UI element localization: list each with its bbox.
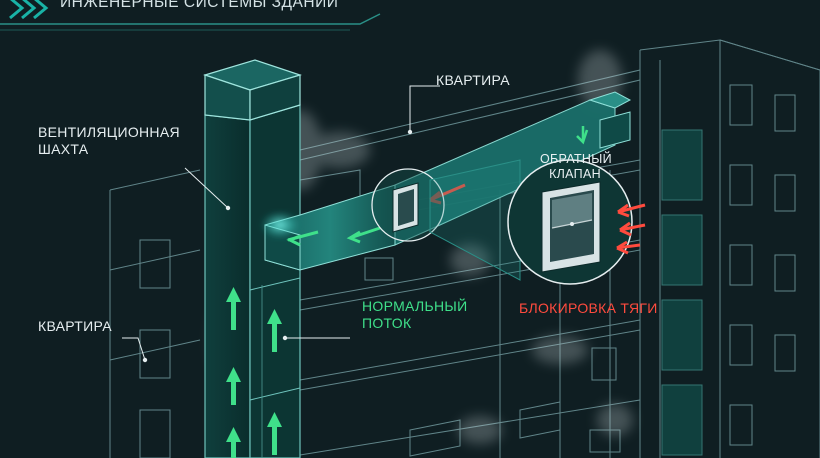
- label-normal-flow-line1: НОРМАЛЬНЫЙ: [362, 298, 468, 314]
- arrow-up-icon: [226, 427, 241, 458]
- ventilation-shaft: [203, 59, 302, 458]
- label-normal-flow-line2: ПОТОК: [362, 315, 412, 331]
- arrow-up-icon: [267, 309, 282, 352]
- label-draft-blocking: БЛОКИРОВКА ТЯГИ: [519, 300, 658, 316]
- label-normal-flow: НОРМАЛЬНЫЙ ПОТОК: [362, 298, 467, 332]
- arrow-left-icon: [616, 203, 646, 255]
- zoom-connector: [429, 159, 521, 281]
- ventilation-duct: [260, 91, 632, 271]
- upward-flow-arrows: [226, 287, 282, 458]
- label-check-valve-line2: КЛАПАН: [549, 167, 601, 181]
- label-ventilation-shaft: ВЕНТИЛЯЦИОННАЯ ШАХТА: [38, 124, 180, 158]
- header-underline: [0, 13, 381, 25]
- leader-lines: [122, 85, 440, 363]
- check-valve-small: [371, 168, 445, 242]
- header-chevrons-icon: [9, 0, 49, 20]
- check-valve-zoom: [507, 159, 646, 285]
- label-ventilation-shaft-line2: ШАХТА: [38, 141, 89, 157]
- label-ventilation-shaft-line1: ВЕНТИЛЯЦИОННАЯ: [38, 124, 180, 140]
- label-check-valve-line1: ОБРАТНЫЙ: [540, 152, 612, 166]
- label-apartment-left: КВАРТИРА: [38, 318, 112, 334]
- arrow-up-icon: [226, 367, 241, 405]
- label-apartment-top: КВАРТИРА: [436, 72, 510, 88]
- header-title: ИНЖЕНЕРНЫЕ СИСТЕМЫ ЗДАНИЙ: [60, 0, 339, 11]
- arrow-up-icon: [267, 412, 282, 455]
- label-check-valve: ОБРАТНЫЙ КЛАПАН: [540, 152, 612, 182]
- arrow-up-icon: [226, 287, 241, 330]
